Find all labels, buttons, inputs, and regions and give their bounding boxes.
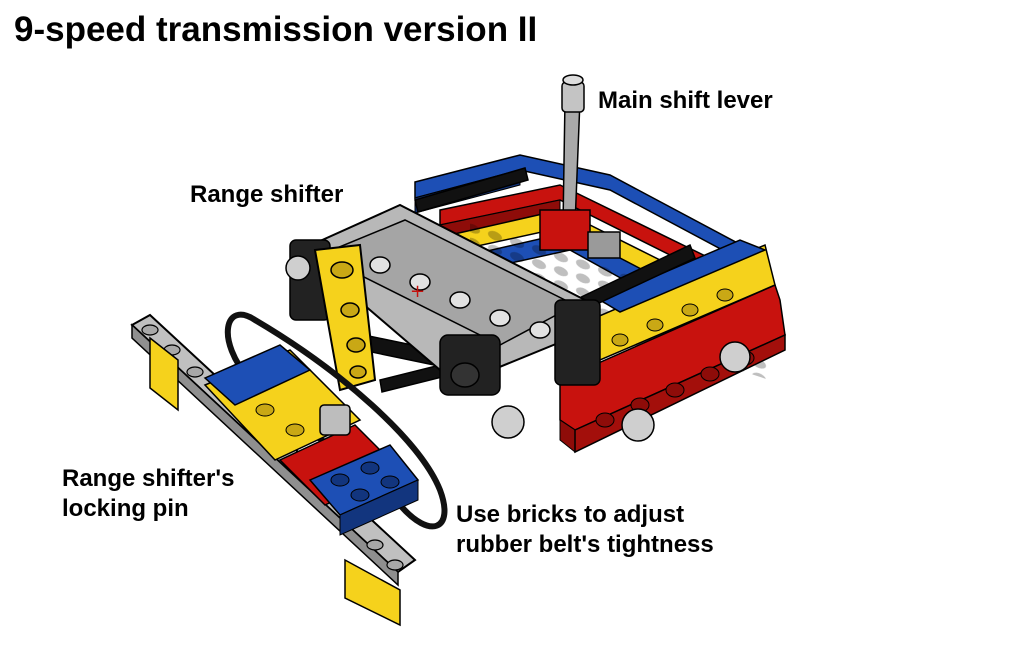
main-shift-lever-label: Main shift lever — [598, 87, 773, 114]
use-bricks-label-line-2: rubber belt's tightness — [456, 531, 714, 558]
locking-pin-label-line-1: Range shifter's — [62, 465, 235, 492]
use-bricks-label-line-1: Use bricks to adjust — [456, 501, 685, 528]
locking-pin-label-line-2: locking pin — [62, 495, 189, 522]
range-shifter: + — [289, 203, 601, 396]
locking-pin-base — [130, 313, 420, 627]
range-shifter-label: Range shifter — [190, 181, 344, 208]
main-shift-lever — [539, 74, 621, 259]
locking-pin-label: Range shifter's locking pin — [62, 464, 234, 524]
diagram-title: 9-speed transmission version II — [14, 10, 538, 49]
use-bricks-label: Use bricks to adjust rubber belt's tight… — [456, 500, 714, 560]
svg-text:+: + — [410, 281, 425, 302]
